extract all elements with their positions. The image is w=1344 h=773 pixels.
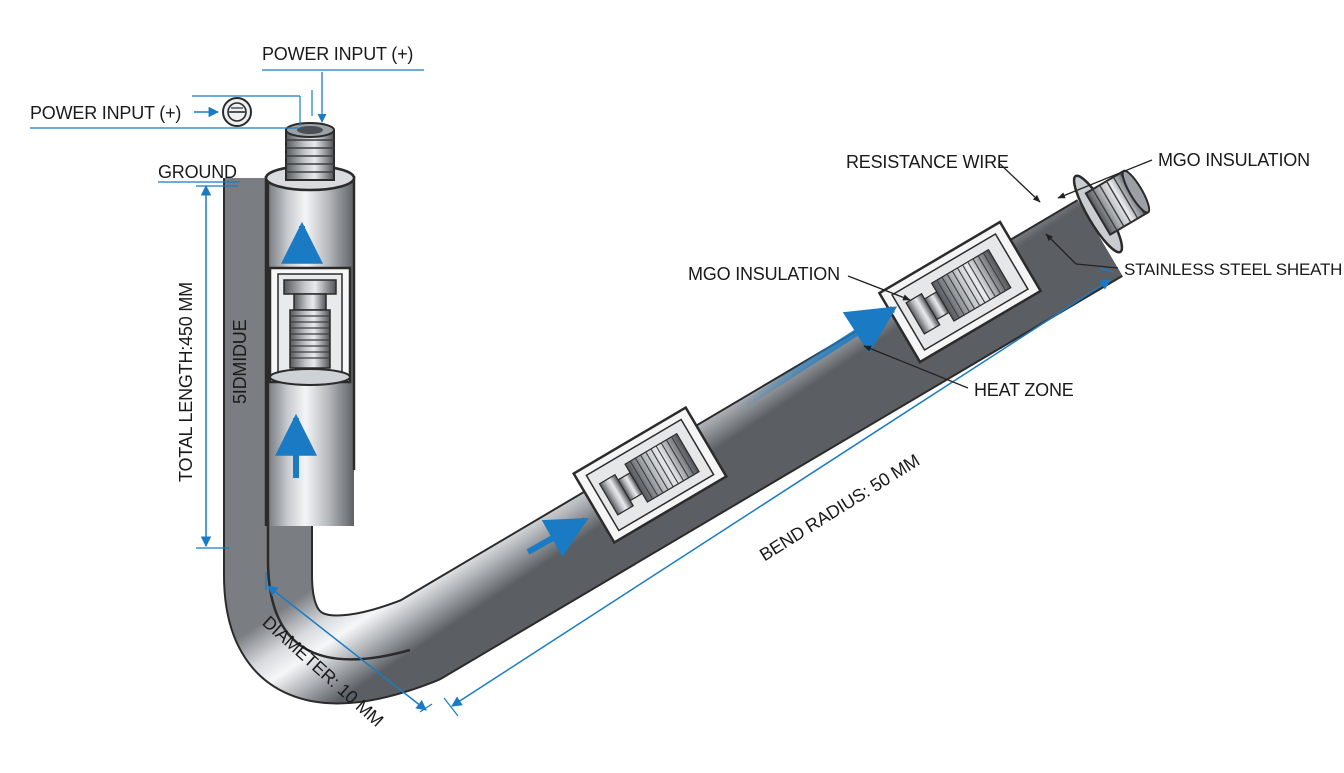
- power-input-leaders: [30, 69, 424, 129]
- power-input-left-label: POWER INPUT (+): [30, 103, 182, 123]
- bend-radius-dimension: [443, 267, 1115, 717]
- heat-zone-label: HEAT ZONE: [974, 380, 1074, 400]
- ground-label: GROUND: [158, 162, 237, 182]
- right-terminal-fitting: [1072, 169, 1151, 254]
- resistance-wire-label: RESISTANCE WIRE: [846, 152, 1009, 172]
- mgo-insulation-mid-label: MGO INSULATION: [688, 264, 840, 284]
- total-length-dimension: [196, 184, 238, 549]
- ground-symbol-icon: [222, 97, 252, 127]
- power-input-top-label: POWER INPUT (+): [262, 44, 414, 64]
- side-text-label: 5IDMIDUE: [230, 319, 250, 404]
- total-length-label: TOTAL LENGTH:450 MM: [176, 282, 196, 482]
- callout-leaders: [847, 159, 1153, 389]
- mgo-insulation-right-label: MGO INSULATION: [1158, 150, 1310, 170]
- top-terminal-fitting: [264, 122, 356, 192]
- stainless-steel-sheath-label: STAINLESS STEEL SHEATH: [1124, 260, 1343, 279]
- vertical-cutaway: [268, 266, 352, 386]
- diameter-dimension: [265, 572, 433, 713]
